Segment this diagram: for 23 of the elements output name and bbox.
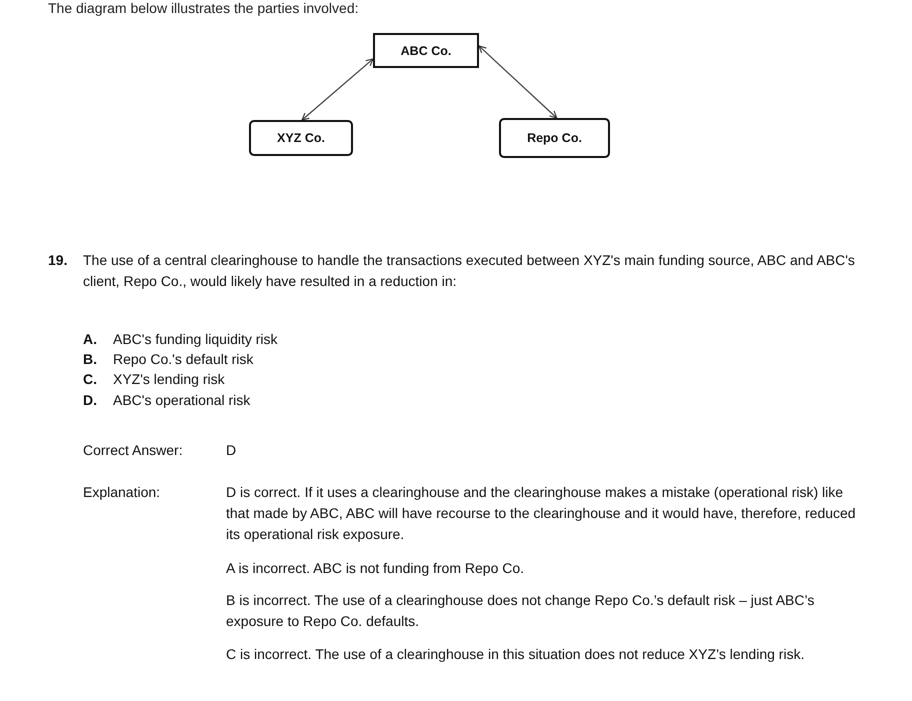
answer-value: D [226,441,238,460]
option-text: Repo Co.'s default risk [113,350,254,369]
option-text: ABC's funding liquidity risk [113,330,279,349]
option-text: XYZ's lending risk [113,370,226,389]
party-box: ABC Co. [373,33,479,68]
option-letter: B. [83,350,98,369]
question-text: The use of a central clearinghouse to handle the transactions executed between XYZ's main funding source, ABC and ABC's client, Repo Co., would likely have resulted in a reduction in: [83,251,856,291]
option-letter: C. [83,370,98,389]
question-number: 19. [48,251,68,270]
explanation-text: A is incorrect. ABC is not funding from Repo Co. [226,559,526,578]
option-letter: D. [83,391,98,410]
explanation-label: Explanation: [83,483,162,502]
option-text: ABC's operational risk [113,391,252,410]
intro-text: The diagram below illustrates the parties involved: [48,0,358,16]
explanation-text: D is correct. If it uses a clearinghouse and the clearinghouse makes a mistake (operational risk) like that made by ABC, ABC will have recourse to the clearinghouse and it would have, therefore, reduced its operational risk exposure. [226,483,857,544]
double-arrow [478,45,558,119]
answer-label: Correct Answer: [83,441,184,460]
party-box: XYZ Co. [249,120,353,156]
option-letter: A. [83,330,98,349]
explanation-text: C is incorrect. The use of a clearinghouse in this situation does not reduce XYZ’s lending risk. [226,645,806,664]
double-arrow [302,58,374,121]
explanation-text: B is incorrect. The use of a clearinghouse does not change Repo Co.’s default risk – just ABC’s exposure to Repo Co. defaults. [226,591,816,631]
party-box: Repo Co. [499,118,610,158]
